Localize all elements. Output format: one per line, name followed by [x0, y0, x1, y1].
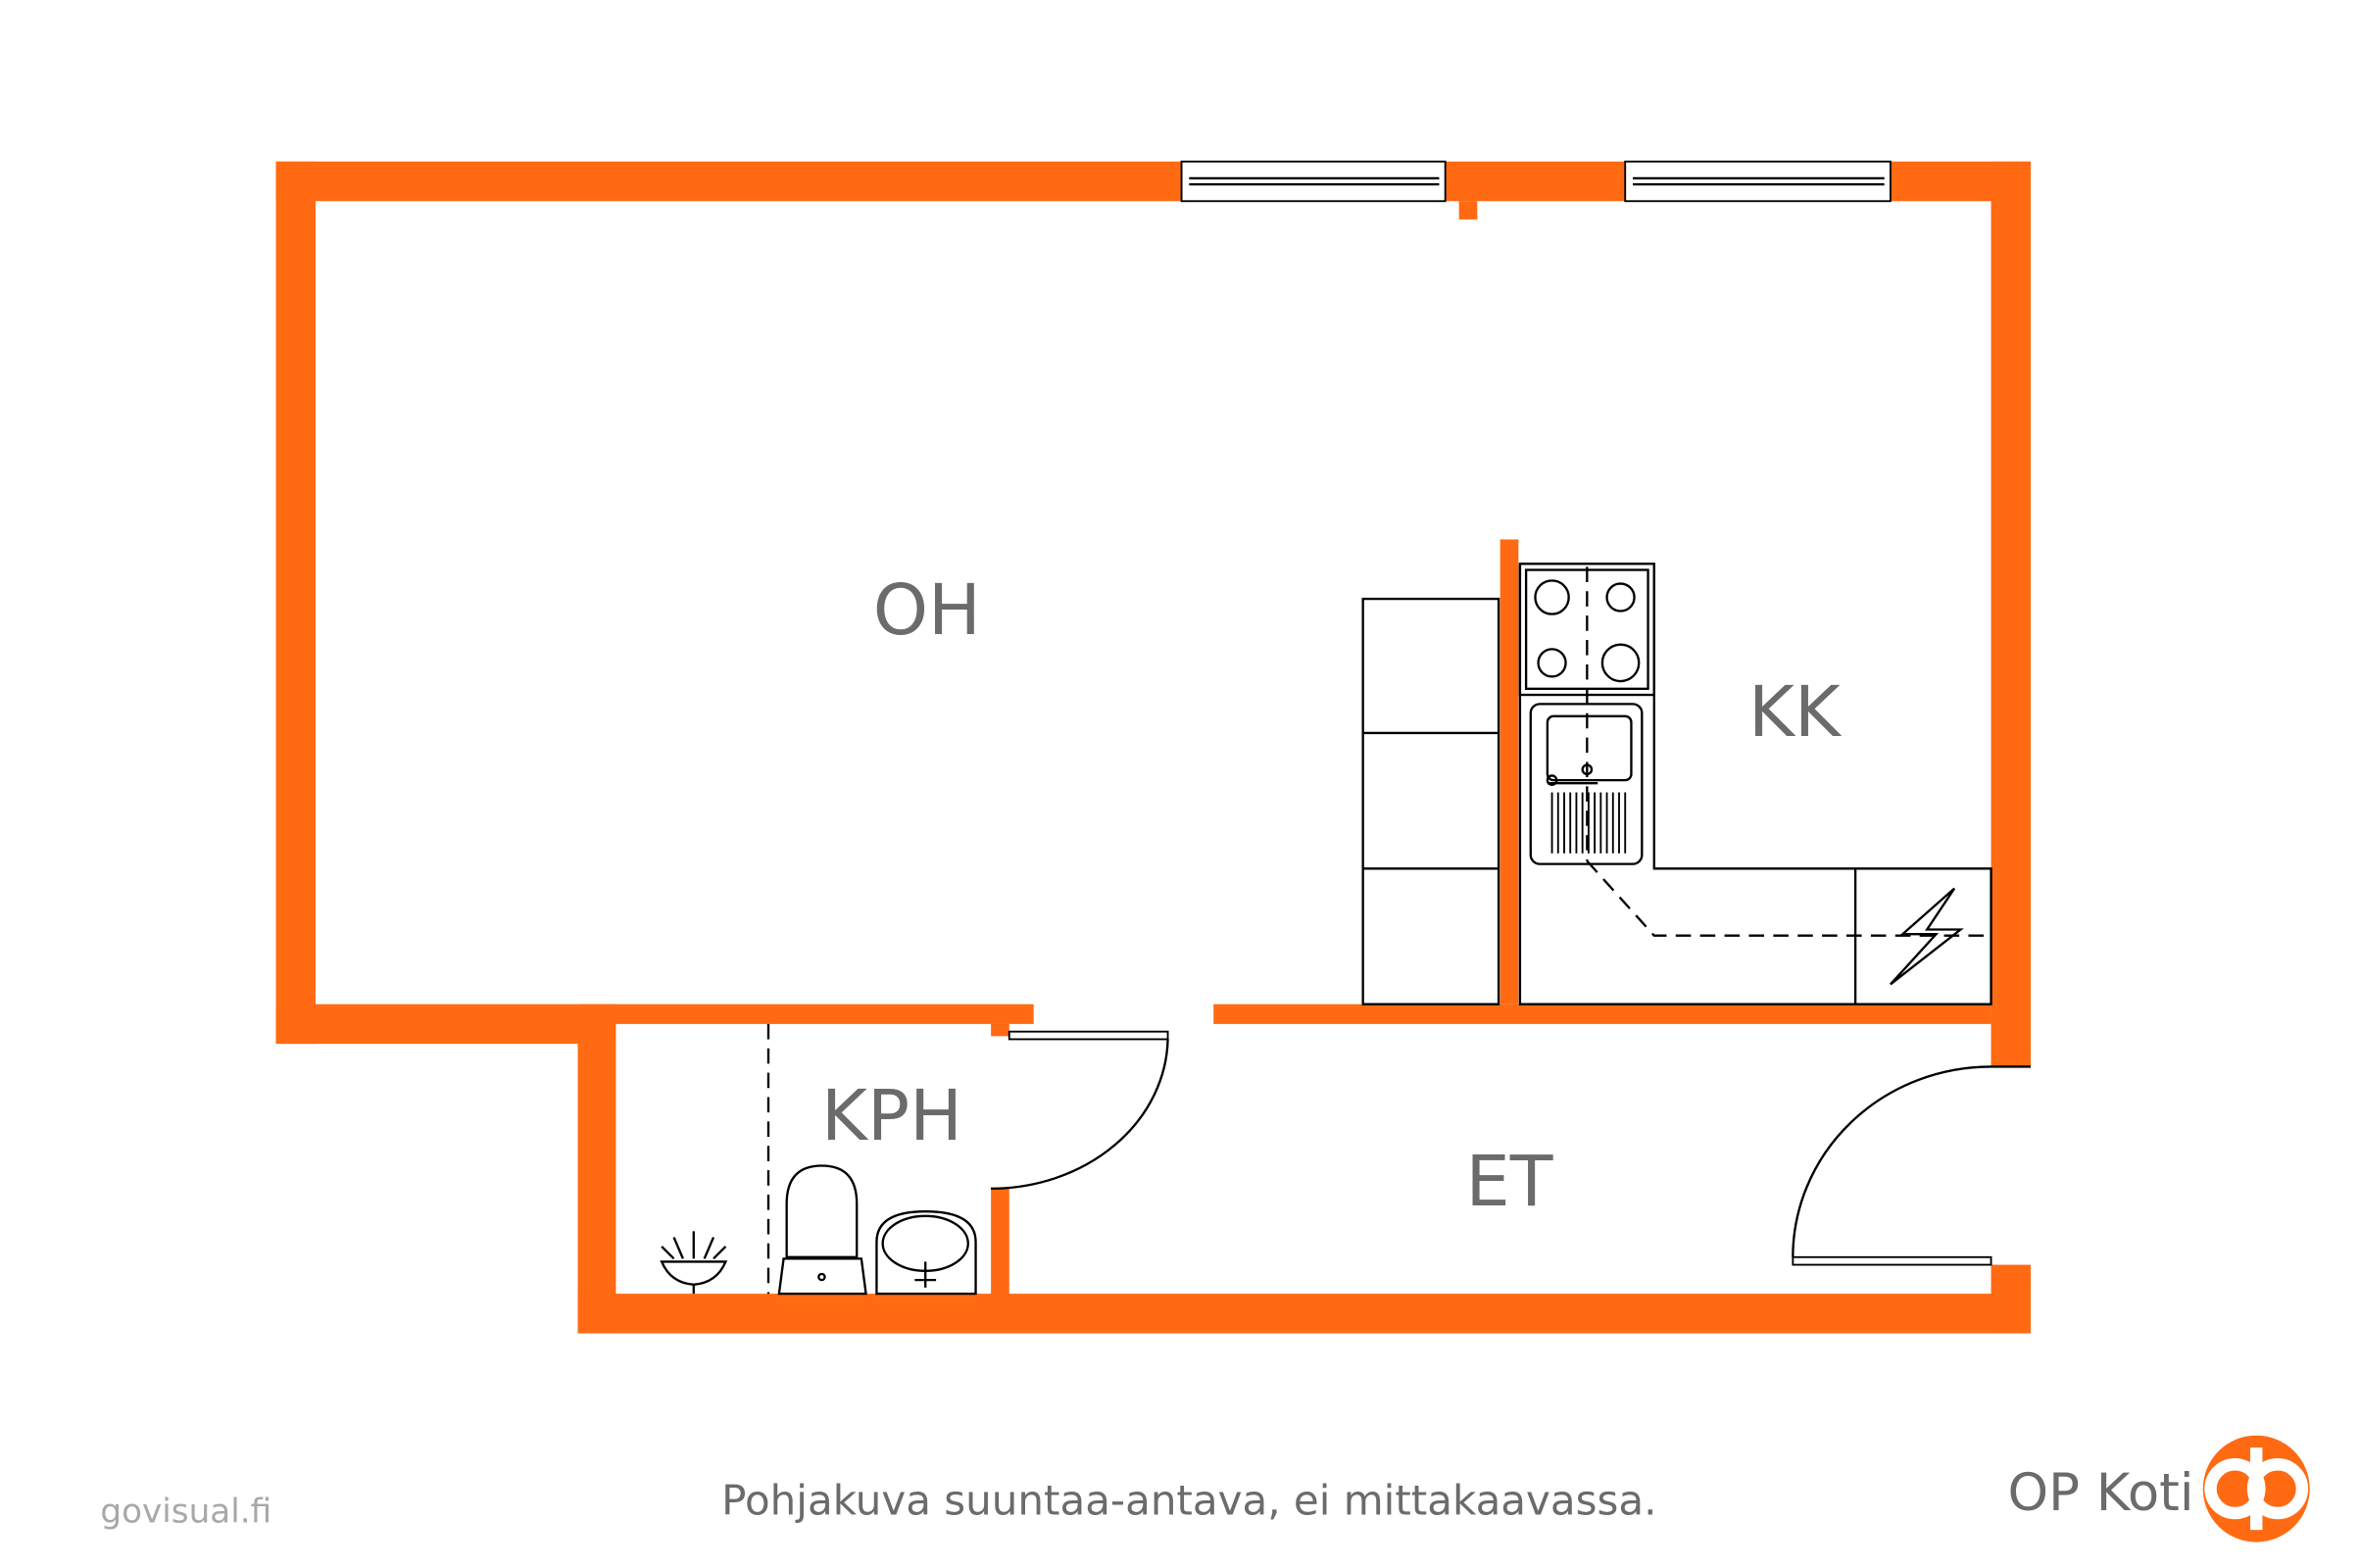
shower-icon: [660, 1231, 728, 1295]
wall-kph-stub: [991, 1023, 1009, 1037]
bathroom-door[interactable]: [991, 1030, 1169, 1190]
wall-oh-et: [1213, 1004, 1991, 1024]
wall-right-upper: [1991, 161, 2031, 1067]
wall-left: [275, 161, 316, 1045]
credit-text: govisual.fi: [100, 1492, 271, 1531]
wall-kitchen: [1500, 539, 1519, 1004]
cabinets: [1361, 597, 1500, 1005]
op-logo-icon: [2202, 1435, 2310, 1543]
bathroom-fixtures: [660, 1023, 977, 1296]
toilet-icon: [777, 1164, 867, 1296]
wall-bottom: [577, 1294, 2031, 1334]
room-label-et: ET: [1466, 1141, 1553, 1222]
wall-stub-top: [1458, 201, 1478, 220]
washbasin-icon: [875, 1209, 977, 1296]
wall-oh-bottom-outer: [275, 1004, 616, 1045]
counter: [1518, 564, 1992, 1005]
wall-kph-left: [577, 1004, 616, 1334]
entrance-door[interactable]: [1792, 1065, 2031, 1266]
room-label-kk: KK: [1748, 671, 1843, 753]
disclaimer-text: Pohjakuva suuntaa-antava, ei mittakaavas…: [721, 1477, 1656, 1525]
electric-panel-icon: [1890, 887, 1964, 986]
window-2: [1624, 160, 1892, 203]
room-label-oh: OH: [873, 569, 981, 651]
wall-kph-right: [991, 1188, 1009, 1296]
room-label-kph: KPH: [821, 1075, 962, 1156]
window-1: [1180, 160, 1447, 203]
wall-oh-kph: [615, 1004, 1034, 1024]
brand-text: OP Koti: [2007, 1463, 2193, 1523]
